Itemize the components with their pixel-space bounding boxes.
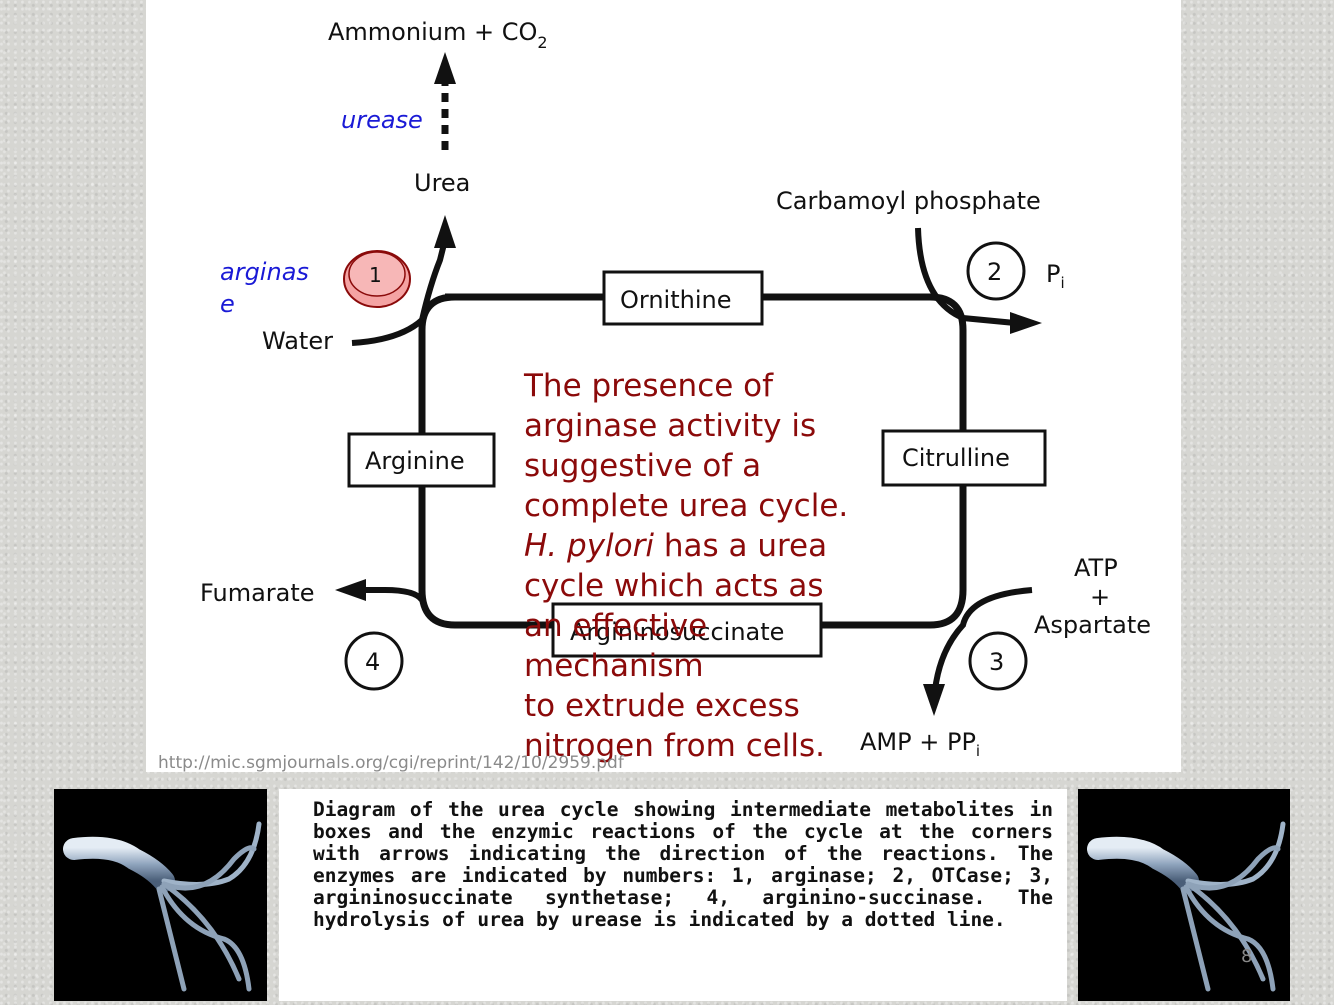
amp-ppi-label: AMP + PPi [860,728,980,760]
enzyme-2-number: 2 [987,258,1002,286]
ornithine-box [602,270,764,326]
enzyme-4-number: 4 [365,648,380,676]
bacterium-image-left [54,789,267,1001]
pi-arrowhead [1010,312,1042,334]
urea-label: Urea [414,169,470,197]
enzyme-3-circle [968,631,1028,691]
carbamoyl-arrow [915,227,1016,326]
fumarate-label: Fumarate [200,579,315,607]
argininosuccinate-box [551,602,823,658]
plus-label: + [1090,583,1110,611]
page-number: 8 [1241,946,1253,967]
water-label: Water [262,327,333,355]
enzyme-4-circle [344,631,404,691]
enzyme-2-circle [966,241,1026,301]
pi-label: Pi [1046,260,1065,292]
h-pylori-italic: H. pylori [524,528,654,564]
carbamoyl-phosphate-label: Carbamoyl phosphate [776,187,1041,215]
figure-caption: Diagram of the urea cycle showing interm… [313,798,1053,931]
atp-label: ATP [1074,554,1118,582]
water-arrow [351,317,425,346]
urease-label: urease [341,106,423,134]
arginine-box [347,432,496,488]
bacterium-image-right [1078,789,1290,1001]
arrow-to-urea [419,239,448,321]
source-url[interactable]: http://mic.sgmjournals.org/cgi/reprint/1… [158,753,624,773]
fumarate-arrowhead [335,579,366,601]
arginine-label: Arginine [365,447,465,475]
urea-arrowhead [434,215,456,248]
citrulline-box [881,429,1047,487]
ornithine-label: Ornithine [620,286,731,314]
argininosuccinate-label: Argininosuccinate [570,618,784,646]
caption-panel: Diagram of the urea cycle showing interm… [279,789,1067,1001]
fumarate-arrow [360,587,425,602]
enzyme-1-number: 1 [369,263,382,287]
urease-arrowhead [434,52,456,84]
overlay-explanation-text: The presence of arginase activity is sug… [524,368,849,764]
ammonium-co2-label: Ammonium + CO2 [328,18,548,52]
citrulline-label: Citrulline [902,444,1010,472]
aspartate-label: Aspartate [1034,611,1151,639]
aspartate-arrow [932,587,1033,691]
enzyme-3-number: 3 [989,648,1004,676]
amp-arrowhead [923,684,945,716]
